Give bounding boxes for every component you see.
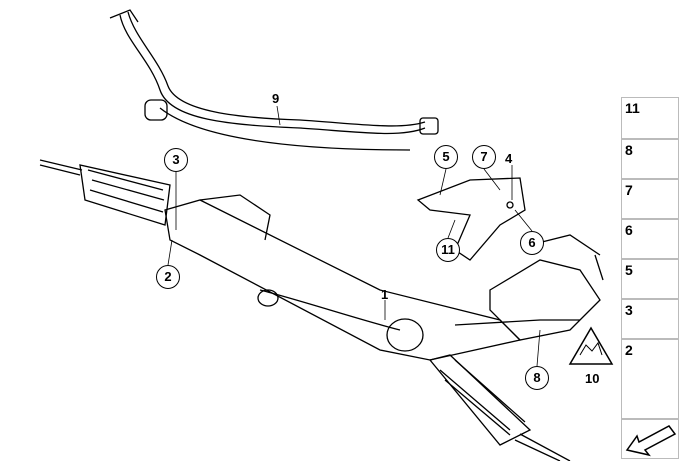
callout-1[interactable]: 1 <box>381 287 389 302</box>
callout-7[interactable]: 7 <box>472 145 496 169</box>
legend-row-11[interactable]: 11 <box>621 97 679 139</box>
legend-label: 8 <box>625 142 633 158</box>
callout-5[interactable]: 5 <box>434 145 458 169</box>
legend-label: 6 <box>625 222 633 238</box>
view-direction-arrow-icon <box>625 425 677 457</box>
legend-row-8[interactable]: 8 <box>621 139 679 179</box>
bracket <box>416 177 526 261</box>
legend-label: 3 <box>625 302 633 318</box>
legend-label: 11 <box>625 100 640 116</box>
callout-4[interactable]: 4 <box>505 151 513 166</box>
callout-8[interactable]: 8 <box>525 366 549 390</box>
legend-row-5[interactable]: 5 <box>621 259 679 299</box>
legend-row-arrow <box>621 419 679 459</box>
legend-row-7[interactable]: 7 <box>621 179 679 219</box>
steering-rack <box>39 159 604 461</box>
legend-row-3[interactable]: 3 <box>621 299 679 339</box>
legend-row-6[interactable]: 6 <box>621 219 679 259</box>
callout-10[interactable]: 10 <box>585 371 600 386</box>
callout-2[interactable]: 2 <box>156 265 180 289</box>
legend-label: 5 <box>625 262 633 278</box>
callout-11[interactable]: 11 <box>436 238 460 262</box>
warning-triangle-icon <box>568 326 614 365</box>
callout-6[interactable]: 6 <box>520 231 544 255</box>
legend-label: 2 <box>625 342 633 358</box>
legend-label: 7 <box>625 182 633 198</box>
hydraulic-lines <box>109 9 439 151</box>
callout-3[interactable]: 3 <box>164 148 188 172</box>
leader-lines <box>167 105 541 367</box>
legend-row-2[interactable]: 2 <box>621 339 679 419</box>
callout-9[interactable]: 9 <box>272 91 280 106</box>
